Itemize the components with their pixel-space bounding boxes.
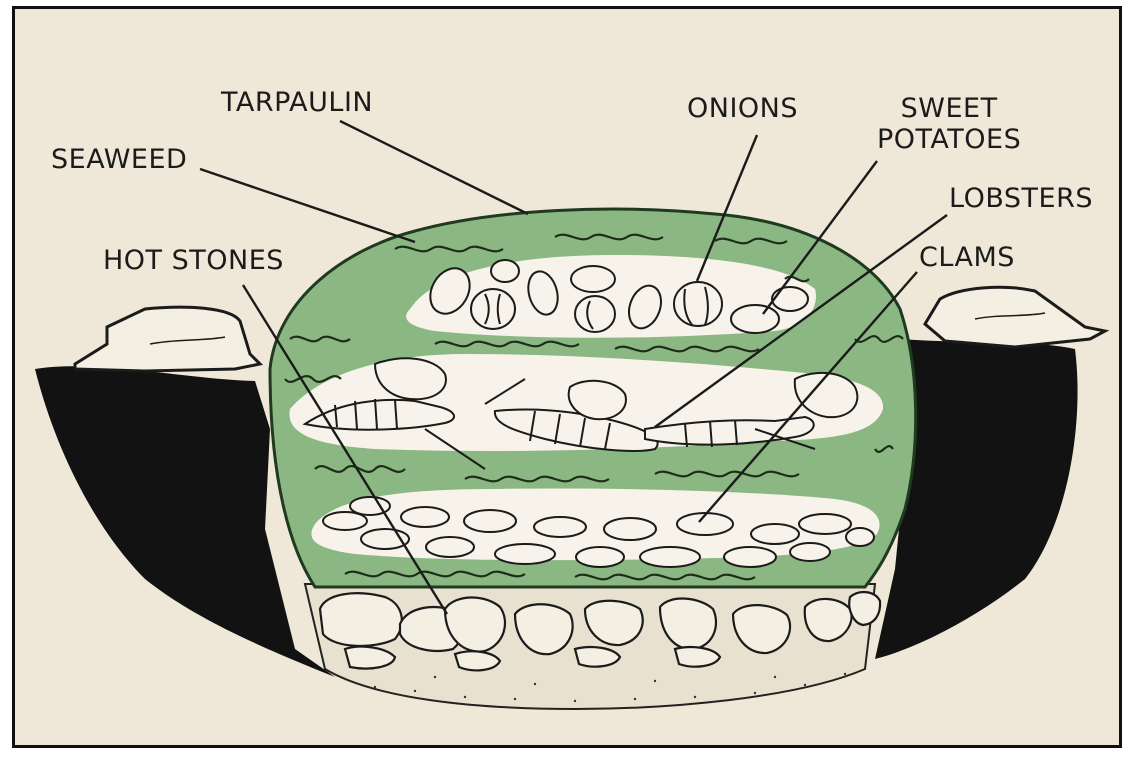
clam-icon <box>401 507 449 527</box>
onion-icon <box>571 266 615 292</box>
clam-icon <box>790 543 830 561</box>
label-hot-stones: HOT STONES <box>103 245 284 276</box>
clam-icon <box>640 547 700 567</box>
clam-icon <box>464 510 516 532</box>
illustration-frame: TARPAULIN SEAWEED HOT STONES ONIONS SWEE… <box>12 6 1122 748</box>
sweet-potato-icon <box>772 287 808 311</box>
clam-icon <box>426 537 474 557</box>
label-tarpaulin: TARPAULIN <box>221 87 373 118</box>
clam-icon <box>799 514 851 534</box>
label-lobsters: LOBSTERS <box>949 183 1093 214</box>
onion-icon <box>575 296 615 332</box>
sweet-potato-icon <box>731 305 779 333</box>
label-sweet-potatoes: SWEET POTATOES <box>877 93 1021 155</box>
stone <box>849 592 880 625</box>
seaweed-leader <box>200 169 415 242</box>
label-seaweed: SEAWEED <box>51 144 187 175</box>
tarpaulin-leader <box>340 121 528 214</box>
label-clams: CLAMS <box>919 242 1015 273</box>
clam-icon <box>846 528 874 546</box>
clam-icon <box>751 524 799 544</box>
onion-icon <box>674 282 722 326</box>
label-sweet-line1: SWEET <box>877 93 1021 124</box>
clam-icon <box>534 517 586 537</box>
onion-icon <box>491 260 519 282</box>
left-rock <box>75 307 260 371</box>
clam-icon <box>576 547 624 567</box>
clam-icon <box>604 518 656 540</box>
right-rock <box>925 287 1105 347</box>
clam-icon <box>495 544 555 564</box>
label-sweet-line2: POTATOES <box>877 124 1021 155</box>
stone <box>455 651 500 670</box>
stone <box>320 593 402 646</box>
label-onions: ONIONS <box>687 93 798 124</box>
clam-icon <box>724 547 776 567</box>
onion-icon <box>471 289 515 329</box>
